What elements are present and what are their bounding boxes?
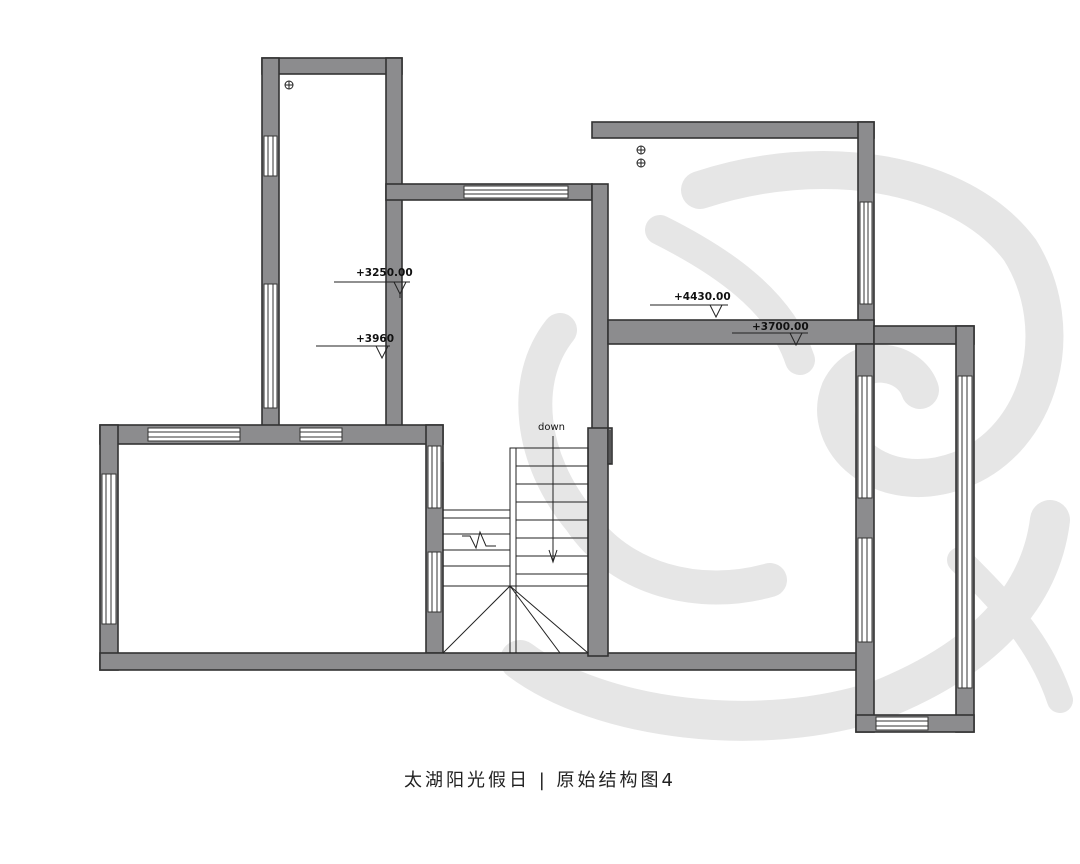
elevation-label: +3250.00: [356, 267, 413, 279]
elevation-marker: +3250.00: [334, 267, 413, 298]
elevation-label: +4430.00: [674, 291, 731, 303]
elevation-label: +3700.00: [752, 321, 809, 333]
floor-drain-icon: [284, 80, 646, 168]
elevation-marker: +3960: [316, 333, 394, 360]
drawing-caption: 太湖阳光假日 | 原始结构图4: [404, 770, 676, 791]
windows: [101, 135, 973, 731]
staircase: [442, 436, 589, 654]
door-jambs: [442, 430, 611, 500]
elevation-label: +3960: [356, 333, 394, 345]
elevation-marker: +3700.00: [732, 321, 809, 347]
stair-direction-label: down: [538, 422, 565, 433]
elevation-marker: +4430.00: [650, 291, 731, 319]
